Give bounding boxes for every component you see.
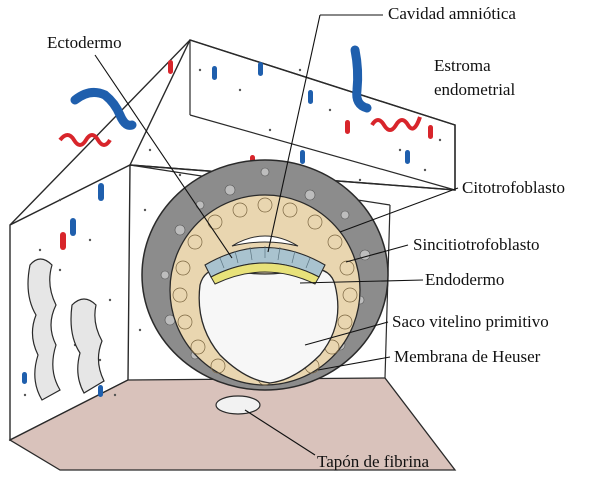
leader-heuser bbox=[317, 356, 391, 371]
cytotrophoblast-cells bbox=[172, 197, 358, 386]
label-saco-vitelino: Saco vitelino primitivo bbox=[392, 312, 549, 331]
leader-ectodermo bbox=[94, 54, 233, 259]
uterine-glands bbox=[27, 258, 105, 401]
stroma-cells bbox=[23, 68, 442, 397]
leader-sincitio bbox=[345, 244, 409, 263]
label-tapon-fibrina: Tapón de fibrina bbox=[317, 452, 430, 471]
gland-right bbox=[70, 298, 105, 394]
vein-top-center bbox=[350, 45, 372, 113]
artery-coil-right bbox=[370, 116, 422, 132]
label-cavidad-amniotica: Cavidad amniótica bbox=[388, 4, 516, 23]
leader-tapon bbox=[244, 409, 316, 456]
label-estroma-1: Estroma bbox=[434, 56, 491, 75]
leader-endodermo bbox=[299, 279, 424, 284]
gland-left bbox=[27, 258, 61, 401]
blood-vessels bbox=[22, 45, 433, 397]
artery-coil-left bbox=[58, 133, 112, 147]
label-citotrofoblasto: Citotrofoblasto bbox=[462, 178, 565, 197]
label-estroma-2: endometrial bbox=[434, 80, 516, 99]
leader-saco bbox=[304, 321, 389, 346]
amniotic-cavity bbox=[231, 235, 299, 247]
leader-citotrofoblasto bbox=[339, 187, 459, 233]
label-membrana-heuser: Membrana de Heuser bbox=[394, 347, 541, 366]
label-endodermo: Endodermo bbox=[425, 270, 505, 289]
endoderm bbox=[210, 262, 320, 285]
label-sincitiotrofoblasto: Sincitiotrofoblasto bbox=[413, 235, 540, 254]
vein-top-left bbox=[70, 87, 137, 130]
block-right-face bbox=[128, 39, 456, 191]
label-ectodermo: Ectodermo bbox=[47, 33, 122, 52]
fibrin-plug bbox=[215, 395, 261, 415]
block-floor bbox=[8, 377, 457, 471]
leader-lines bbox=[94, 14, 459, 456]
